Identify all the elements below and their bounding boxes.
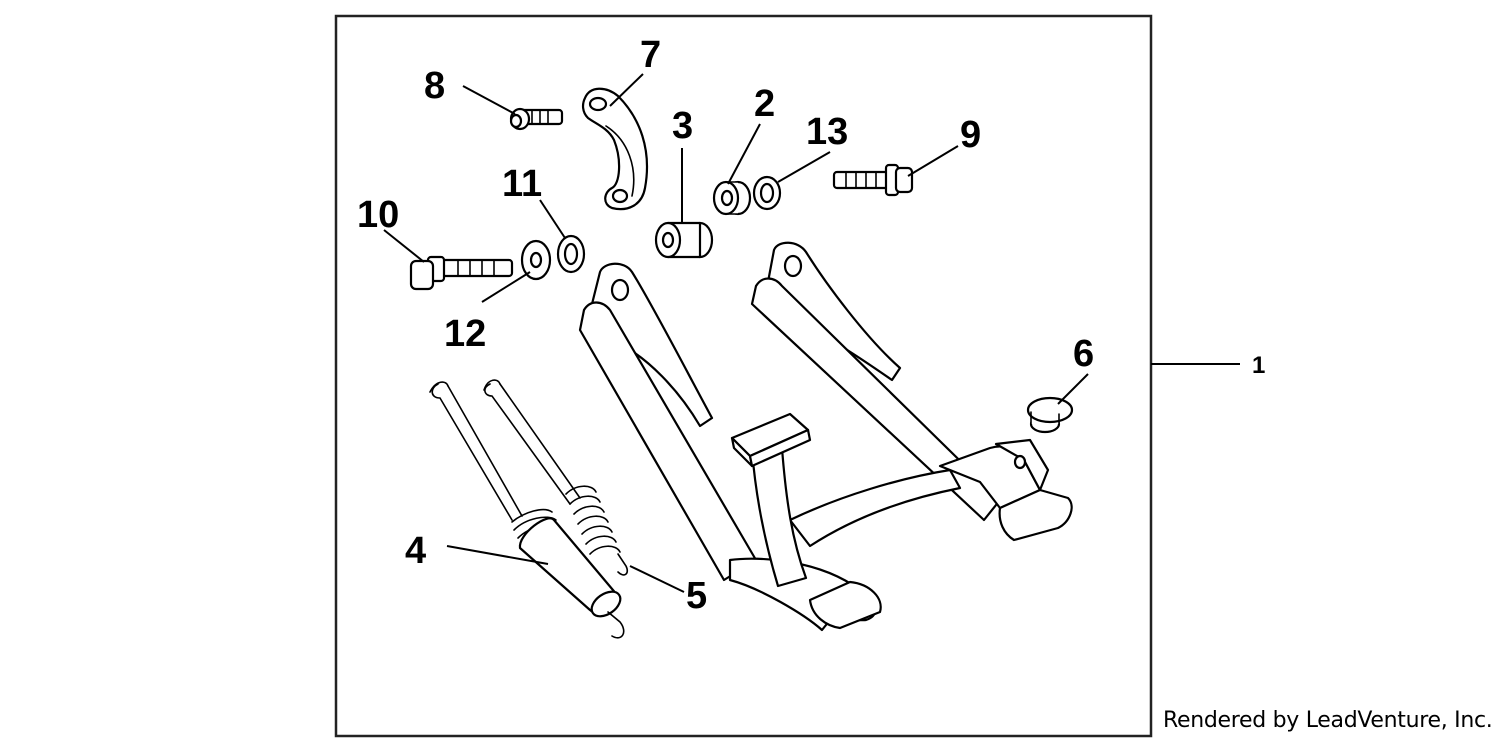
- part-2-collar[interactable]: [712, 180, 752, 216]
- callout-1: 1: [1252, 352, 1265, 379]
- part-13-washer[interactable]: [752, 175, 782, 211]
- part-6-plug[interactable]: [1026, 396, 1074, 434]
- callout-3: 3: [672, 105, 693, 147]
- part-5-spring[interactable]: [483, 379, 629, 576]
- main-stand[interactable]: [578, 241, 1073, 632]
- callout-11: 11: [502, 163, 542, 205]
- callout-12: 12: [444, 313, 486, 355]
- part-10-bolt[interactable]: [409, 255, 514, 291]
- callout-7: 7: [640, 34, 661, 76]
- callout-9: 9: [960, 114, 981, 156]
- part-7-bracket[interactable]: [581, 87, 649, 211]
- callout-4: 4: [405, 530, 426, 572]
- part-12-washer[interactable]: [520, 239, 552, 281]
- render-credit: Rendered by LeadVenture, Inc.: [1163, 708, 1493, 733]
- callout-10: 10: [357, 194, 399, 236]
- callout-6: 6: [1073, 333, 1094, 375]
- part-8-bolt[interactable]: [509, 107, 564, 131]
- part-11-ring[interactable]: [556, 234, 586, 274]
- assembly-frame: [334, 14, 1153, 738]
- part-4-spring[interactable]: [429, 381, 625, 639]
- callout-5: 5: [686, 575, 707, 617]
- callout-2: 2: [754, 83, 775, 125]
- callout-13: 13: [806, 111, 848, 153]
- part-3-bushing[interactable]: [654, 221, 714, 259]
- part-9-bolt[interactable]: [832, 163, 914, 197]
- callout-8: 8: [424, 65, 445, 107]
